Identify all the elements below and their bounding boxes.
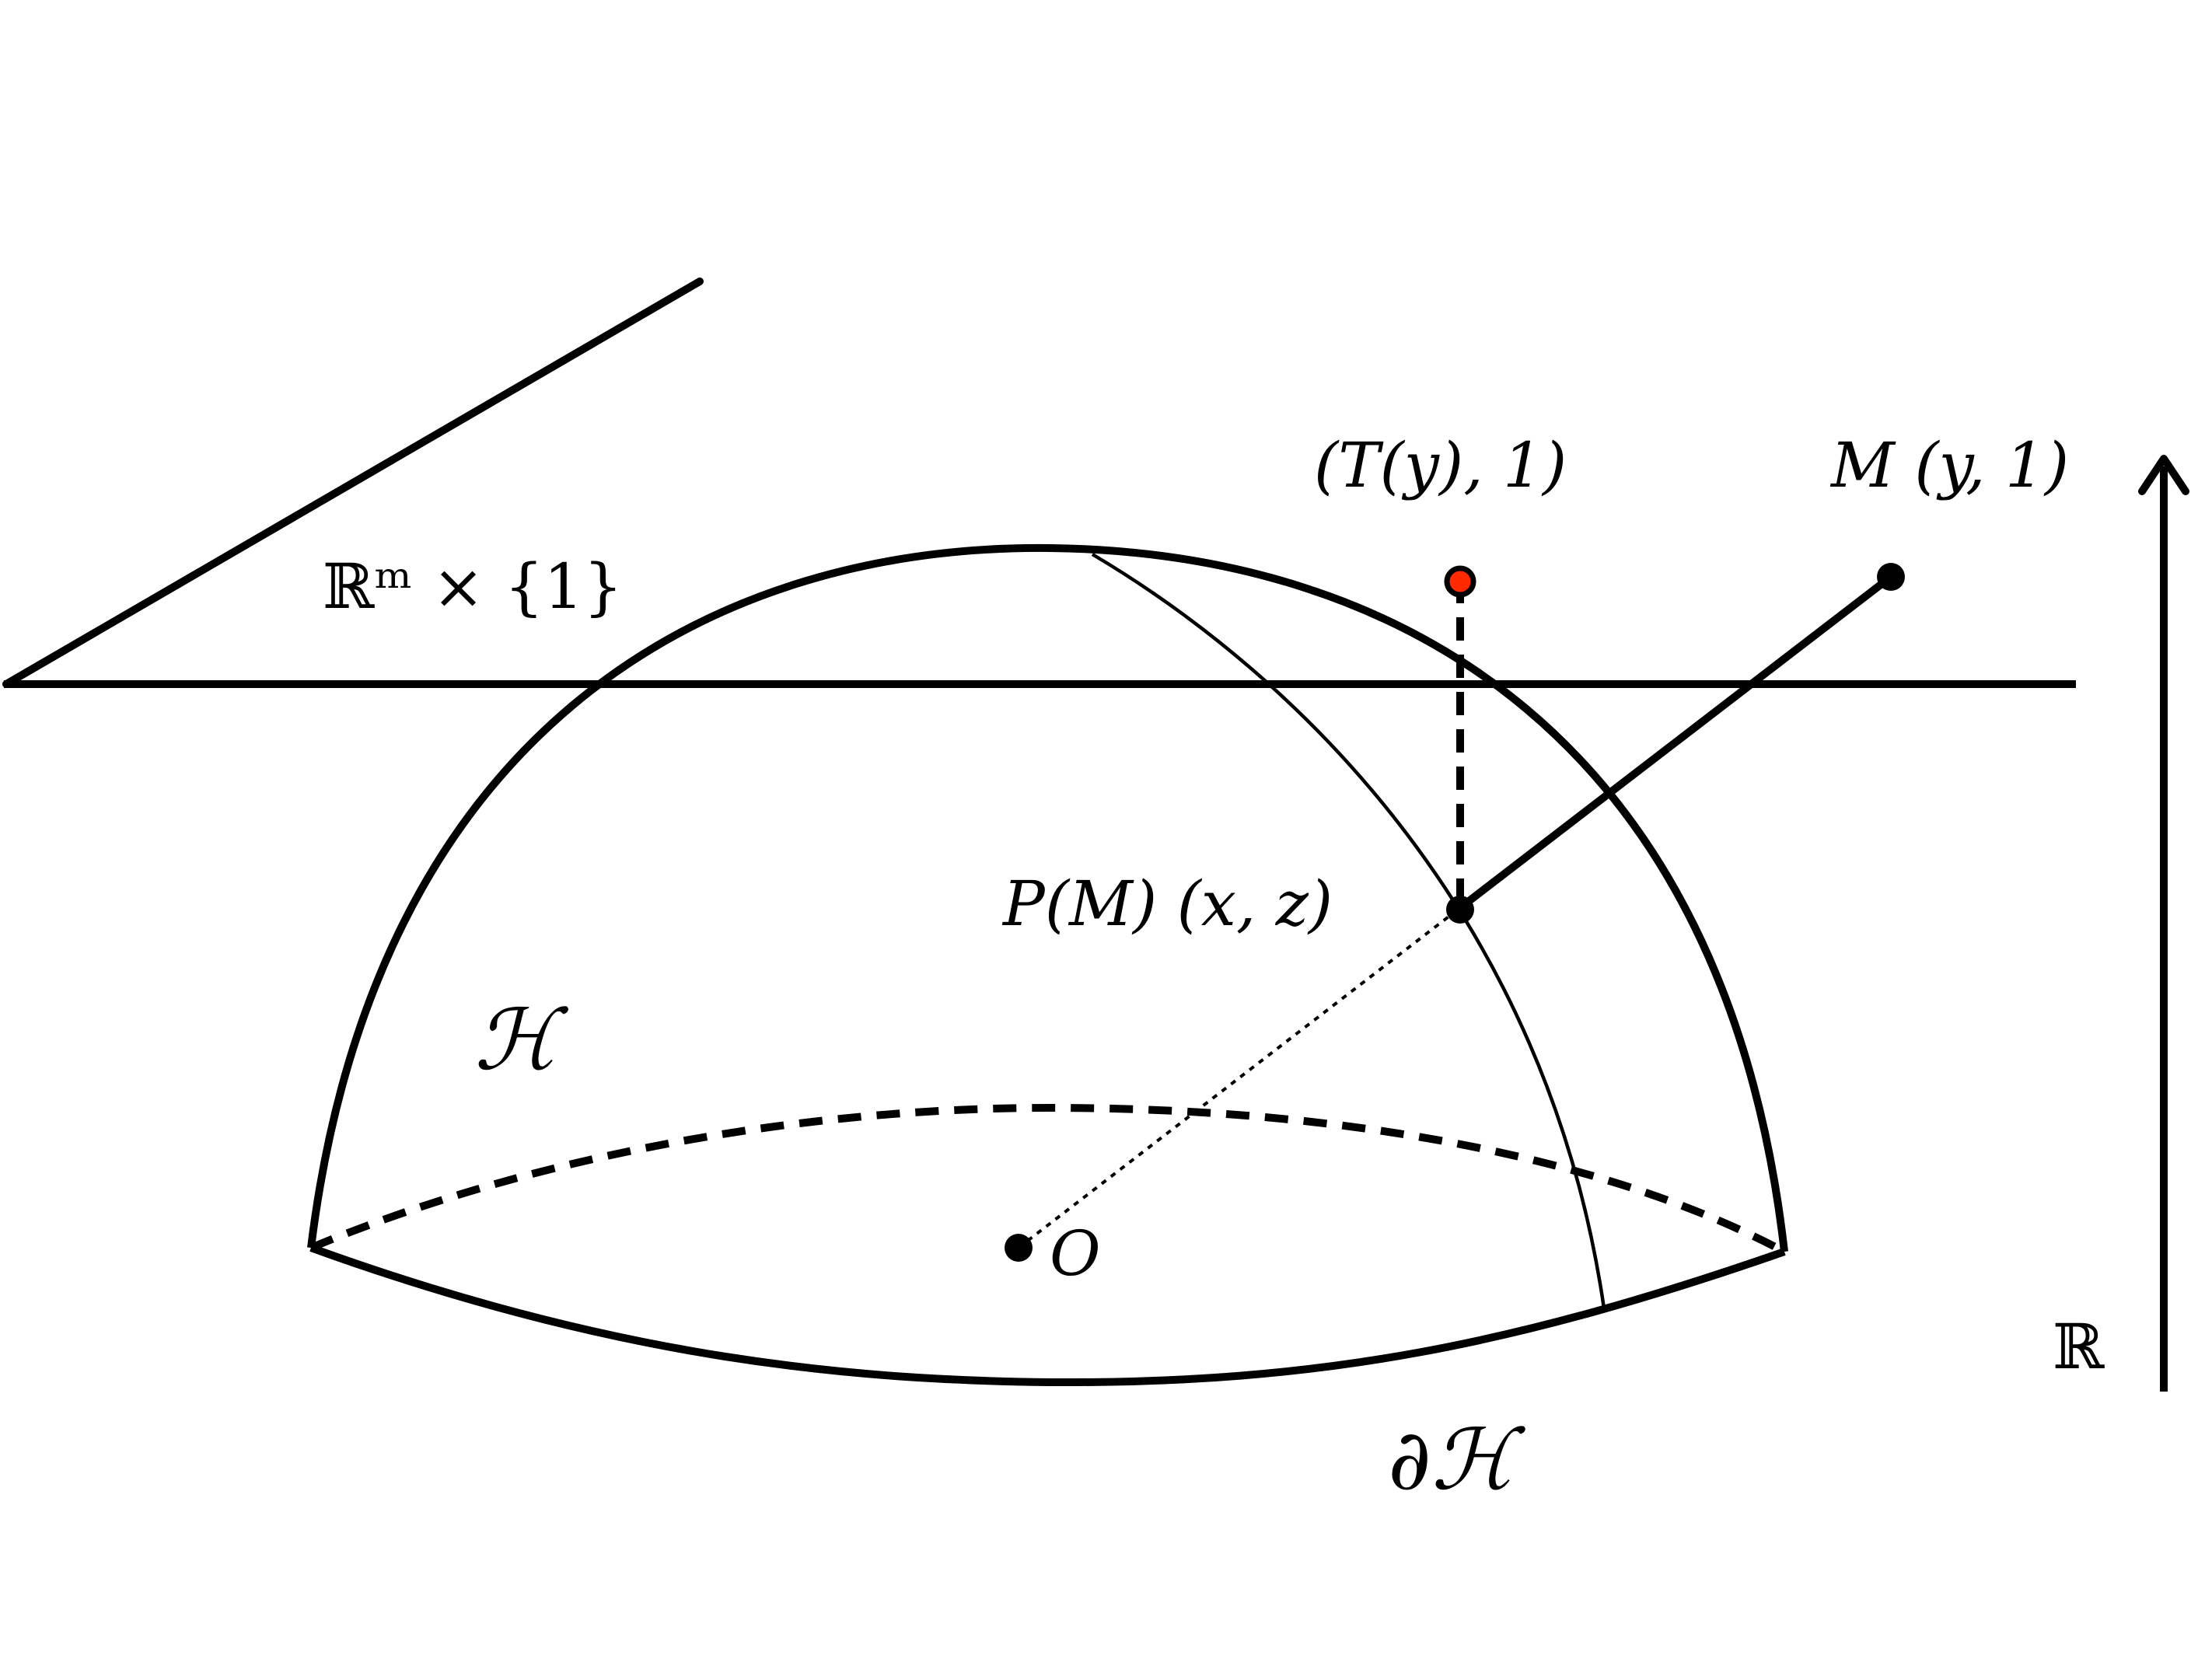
- axis-r-arrowhead: [2138, 455, 2189, 495]
- segment-p-to-m: [1454, 573, 1895, 913]
- hemisphere-outline: [307, 543, 1788, 1252]
- point-p-label: P(M) (x, z): [1001, 868, 1333, 940]
- hemisphere-base-back-dashed: [309, 1103, 1787, 1256]
- ray-origin-to-p: [1017, 908, 1459, 1249]
- boundary-label: ∂ℋ: [1388, 1412, 1526, 1509]
- point-m-label: M (y, 1): [1829, 429, 2069, 501]
- plane-slanted-edge: [2, 278, 704, 688]
- point-p-marker: [1446, 896, 1474, 924]
- meridian-arc: [1091, 553, 1606, 1309]
- region-label: ℋ: [474, 992, 569, 1089]
- origin-marker: [1005, 1234, 1033, 1262]
- point-m-marker: [1877, 563, 1905, 591]
- origin-label: O: [1050, 1217, 1101, 1290]
- hemisphere-base-front: [309, 1244, 1786, 1387]
- point-t-label: (T(y), 1): [1314, 429, 1567, 501]
- plane-label: ℝᵐ × {1}: [323, 550, 623, 623]
- point-t-marker: [1444, 565, 1476, 598]
- axis-r-label: ℝ: [2053, 1311, 2105, 1383]
